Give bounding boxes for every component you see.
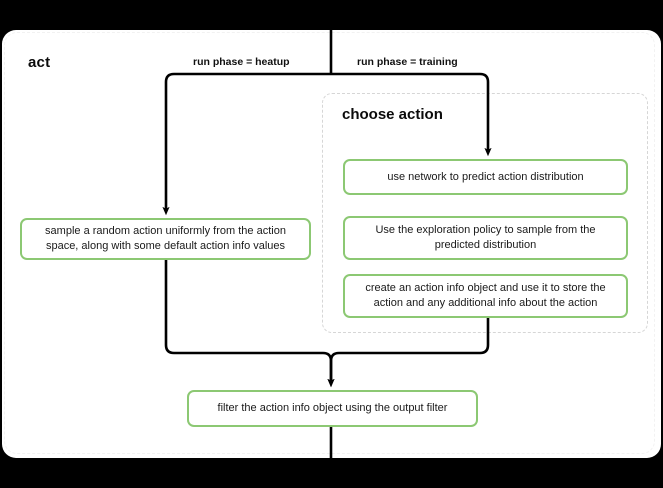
node-create-action-info[interactable]: create an action info object and use it … xyxy=(343,274,628,318)
edge-label-run-phase-training: run phase = training xyxy=(357,56,458,68)
cluster-choose-action xyxy=(322,93,648,333)
edge-choose-action-to-filter xyxy=(327,318,490,388)
cluster-act-title: act xyxy=(28,54,51,71)
edge-run-phase-training xyxy=(331,72,492,157)
cluster-choose-action-title: choose action xyxy=(342,106,443,123)
node-use-network-predict[interactable]: use network to predict action distributi… xyxy=(343,159,628,195)
edge-run-phase-heatup xyxy=(162,72,331,216)
node-filter-action-info[interactable]: filter the action info object using the … xyxy=(187,390,478,427)
node-sample-random-action[interactable]: sample a random action uniformly from th… xyxy=(20,218,311,260)
cluster-act xyxy=(4,32,655,454)
edge-sample-to-filter xyxy=(164,260,335,388)
edge-label-run-phase-heatup: run phase = heatup xyxy=(193,56,290,68)
node-exploration-policy-sample[interactable]: Use the exploration policy to sample fro… xyxy=(343,216,628,260)
